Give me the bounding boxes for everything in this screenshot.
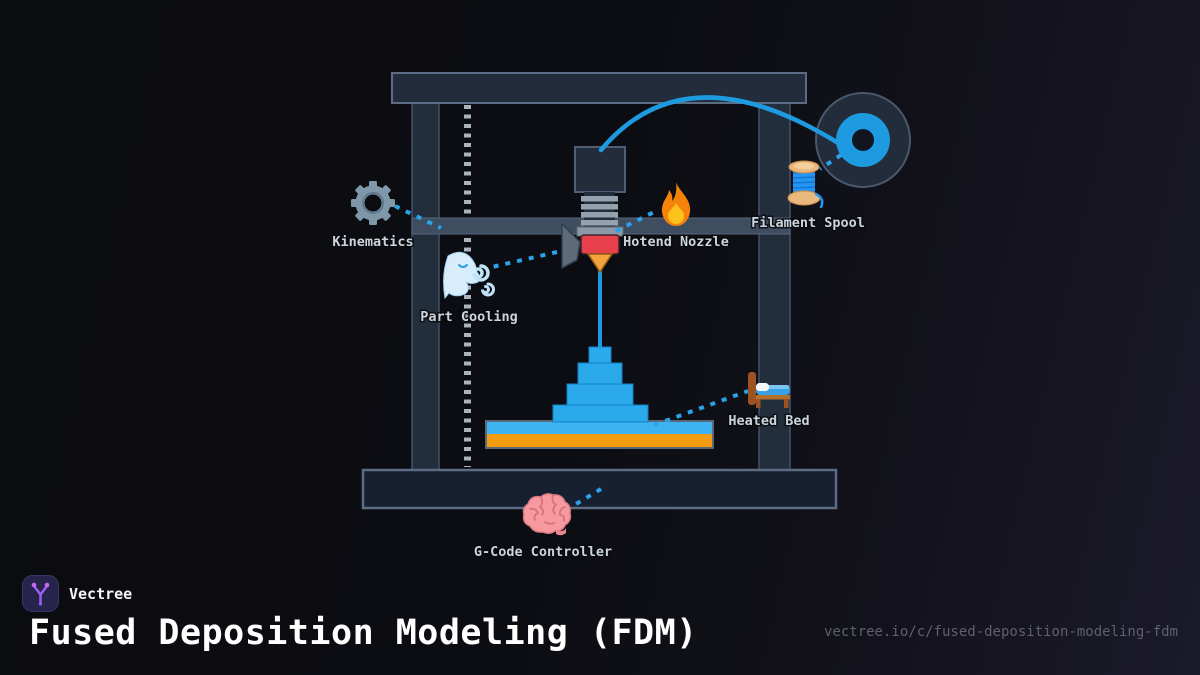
- gear-icon: [351, 181, 395, 225]
- frame-right-column: [758, 102, 791, 471]
- print-tier-2: [577, 362, 623, 385]
- page-title: Fused Deposition Modeling (FDM): [29, 613, 698, 653]
- print-tier-3: [566, 383, 634, 406]
- bed-icon: [748, 372, 790, 408]
- printed-part: [552, 346, 649, 423]
- extruder-block: [574, 146, 626, 193]
- filament-path: [598, 95, 849, 153]
- print-tier-1: [588, 346, 612, 364]
- brain-icon: [522, 493, 572, 536]
- filament-spool: [815, 92, 911, 188]
- frame-left-column: [411, 102, 440, 471]
- bed-surface-layer: [486, 421, 713, 434]
- connector-filament-spool: [818, 153, 843, 171]
- wind-face-icon: [443, 251, 495, 300]
- connector-part-cooling: [491, 250, 558, 269]
- brand-row: Vectree: [22, 575, 132, 612]
- nozzle-tip: [586, 253, 614, 274]
- label-kinematics: Kinematics: [332, 234, 413, 250]
- cooling-fan-duct: [561, 222, 581, 270]
- spool-hub: [852, 129, 874, 151]
- label-hotend-nozzle: Hotend Nozzle: [623, 234, 729, 250]
- thread-spool-icon: [787, 160, 824, 209]
- vectree-logo-icon: [22, 575, 59, 612]
- page-url: vectree.io/c/fused-deposition-modeling-f…: [823, 624, 1178, 640]
- print-head: [561, 146, 626, 274]
- flame-icon: [661, 182, 691, 226]
- connector-hotend: [615, 209, 657, 233]
- callout-connectors: [394, 153, 843, 512]
- heater-block: [580, 234, 620, 255]
- print-tier-4: [552, 404, 649, 423]
- brand-name: Vectree: [69, 584, 133, 603]
- connector-heated-bed: [653, 389, 749, 427]
- frame-top-bar: [391, 72, 807, 104]
- label-heated-bed: Heated Bed: [728, 413, 809, 429]
- heated-bed: [485, 420, 714, 449]
- connector-kinematics: [394, 204, 442, 230]
- label-gcode-controller: G-Code Controller: [474, 544, 612, 560]
- heatsink-fins: [581, 196, 618, 226]
- label-filament-spool: Filament Spool: [751, 215, 865, 231]
- label-part-cooling: Part Cooling: [420, 309, 518, 325]
